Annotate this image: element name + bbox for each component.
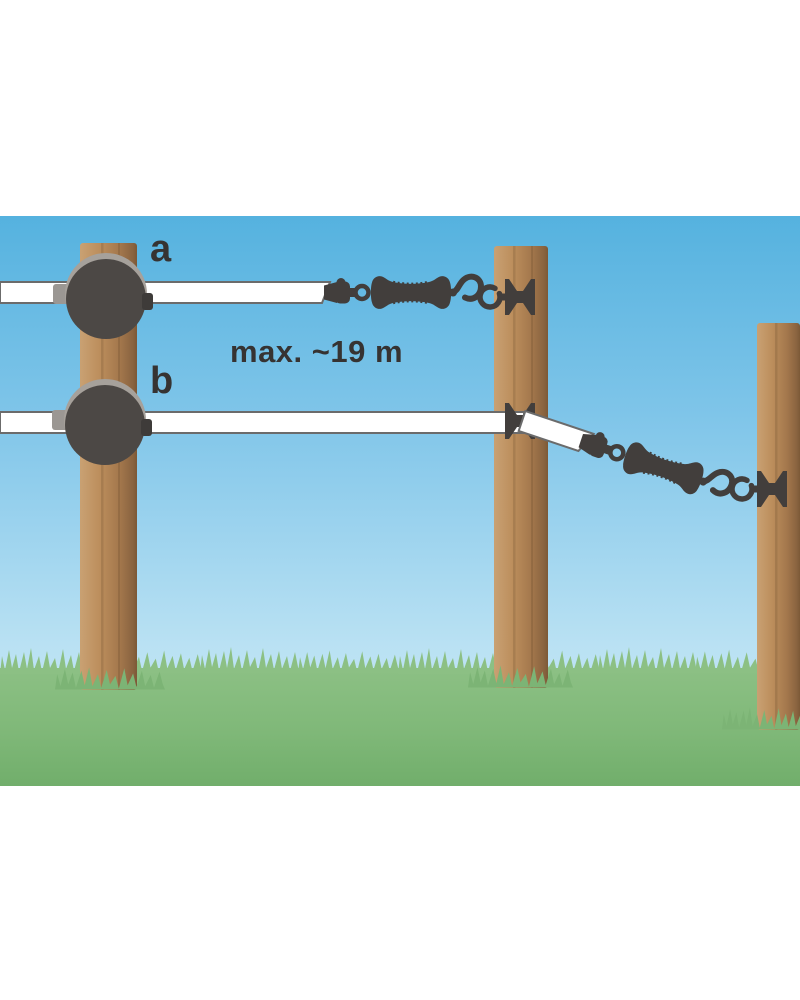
post-wood-streaks: [101, 243, 778, 730]
fence-post-left: [80, 243, 137, 690]
label-option-a: a: [150, 228, 172, 270]
electric-tape-a: [0, 281, 332, 304]
electric-tape-b-slack: [517, 409, 596, 453]
fence-post-right: [757, 323, 800, 730]
illustration-canvas: [0, 216, 800, 786]
label-option-b: b: [150, 360, 174, 402]
label-max-distance: max. ~19 m: [230, 334, 404, 369]
fence-post-middle: [494, 246, 548, 688]
